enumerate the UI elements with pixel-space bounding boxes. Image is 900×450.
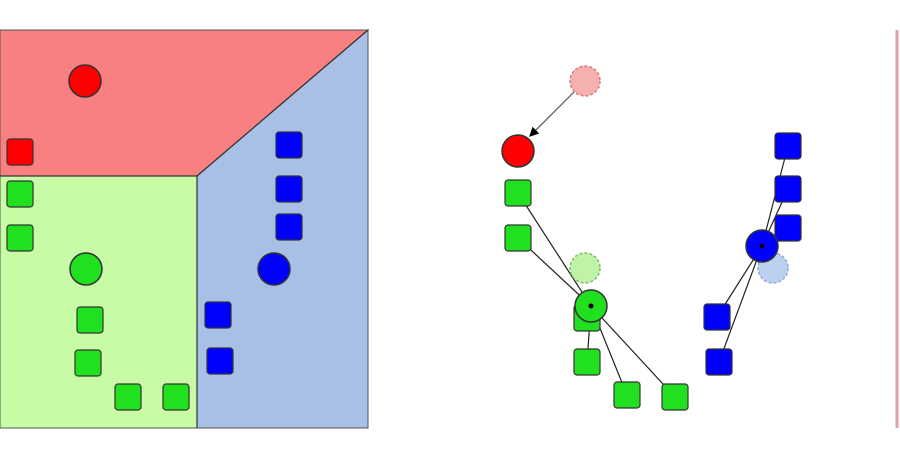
data-point-green — [114, 383, 142, 411]
centroid-blue — [257, 252, 291, 286]
assignment-line — [718, 245, 763, 363]
new-centroid-green-center — [588, 303, 594, 309]
assignment-line — [517, 192, 592, 307]
data-point-blue — [275, 213, 303, 241]
data-point-blue — [206, 347, 234, 375]
old-centroid-red — [569, 65, 601, 97]
data-point-blue — [275, 175, 303, 203]
centroid-red — [68, 64, 102, 98]
data-point-blue — [774, 132, 802, 160]
data-point-red — [6, 138, 34, 166]
data-point-green — [76, 306, 104, 334]
new-centroid-blue-center — [759, 243, 765, 249]
data-point-green — [6, 180, 34, 208]
data-point-blue — [703, 303, 731, 331]
data-point-green — [162, 383, 190, 411]
data-point-green — [573, 348, 601, 376]
centroid-green — [69, 252, 103, 286]
assignment-lines — [517, 145, 789, 398]
partition-panel — [0, 28, 370, 429]
data-point-green — [504, 224, 532, 252]
data-point-green — [74, 349, 102, 377]
region-boundary — [196, 29, 369, 177]
data-point-green — [504, 179, 532, 207]
data-point-green — [613, 381, 641, 409]
new-centroid-red — [501, 134, 535, 168]
data-point-green — [661, 383, 689, 411]
old-centroid-green — [569, 252, 601, 284]
data-point-blue — [705, 348, 733, 376]
data-point-blue — [774, 214, 802, 242]
data-point-blue — [204, 301, 232, 329]
centroid-move-arrow — [529, 91, 575, 137]
data-point-blue — [774, 175, 802, 203]
assignment-line — [590, 305, 676, 398]
data-point-green — [6, 224, 34, 252]
update-panel — [501, 65, 802, 411]
data-point-blue — [275, 131, 303, 159]
